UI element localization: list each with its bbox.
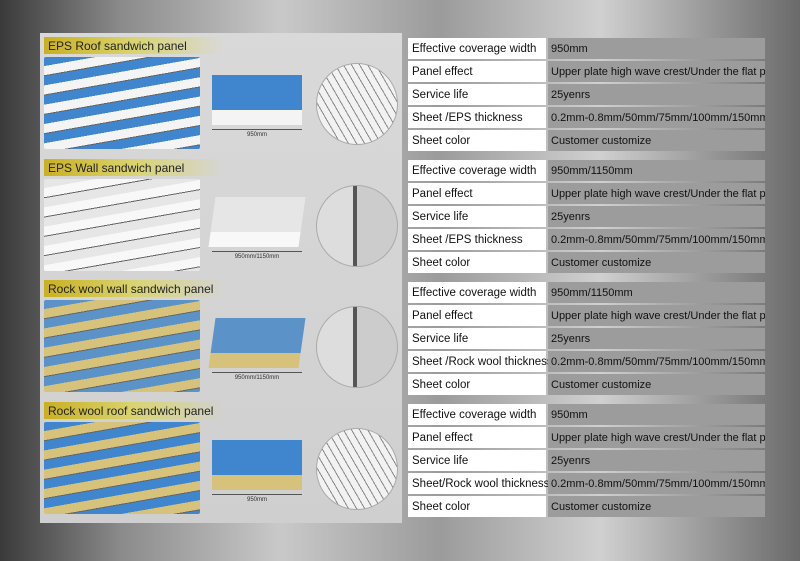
spec-label: Sheet /Rock wool thickness bbox=[408, 351, 553, 372]
spec-value: 950mm/1150mm bbox=[548, 160, 765, 181]
joint-detail-image bbox=[316, 306, 398, 388]
spec-value: 25yenrs bbox=[548, 328, 765, 349]
spec-value: 25yenrs bbox=[548, 450, 765, 471]
panel-profile-image bbox=[208, 197, 306, 247]
section-title: EPS Roof sandwich panel bbox=[44, 37, 224, 54]
spec-label: Sheet /EPS thickness bbox=[408, 229, 546, 250]
spec-value: Upper plate high wave crest/Under the fl… bbox=[548, 61, 765, 82]
spec-value: 25yenrs bbox=[548, 206, 765, 227]
spec-value: Upper plate high wave crest/Under the fl… bbox=[548, 305, 765, 326]
spec-value: 950mm bbox=[548, 404, 765, 425]
spec-label: Sheet color bbox=[408, 252, 546, 273]
panel-width-dimension: 950mm bbox=[212, 494, 302, 503]
spec-value: 0.2mm-0.8mm/50mm/75mm/100mm/150mm bbox=[548, 351, 765, 372]
joint-detail-image bbox=[316, 428, 398, 510]
spec-label: Service life bbox=[408, 328, 546, 349]
spec-label: Panel effect bbox=[408, 61, 546, 82]
panel-profile-image bbox=[212, 440, 302, 490]
panel-profile-image bbox=[212, 75, 302, 125]
spec-value: 950mm bbox=[548, 38, 765, 59]
section-title: Rock wool wall sandwich panel bbox=[44, 280, 224, 297]
panel-stack-image bbox=[44, 57, 200, 149]
spec-label: Service life bbox=[408, 206, 546, 227]
spec-label: Panel effect bbox=[408, 305, 546, 326]
panel-stack-image bbox=[44, 179, 200, 271]
spec-value: Upper plate high wave crest/Under the fl… bbox=[548, 183, 765, 204]
spec-label: Service life bbox=[408, 84, 546, 105]
joint-detail-image bbox=[316, 185, 398, 267]
spec-value: Customer customize bbox=[548, 130, 765, 151]
spec-label: Sheet/Rock wool thickness bbox=[408, 473, 549, 494]
product-section: Rock wool roof sandwich panel 950mm bbox=[40, 400, 402, 520]
spec-value: Customer customize bbox=[548, 374, 765, 395]
spec-label: Panel effect bbox=[408, 183, 546, 204]
panel-stack-image bbox=[44, 422, 200, 514]
product-section: Rock wool wall sandwich panel 950mm/1150… bbox=[40, 278, 402, 398]
spec-value: 25yenrs bbox=[548, 84, 765, 105]
spec-value: 0.2mm-0.8mm/50mm/75mm/100mm/150mm bbox=[548, 229, 765, 250]
spec-value: Customer customize bbox=[548, 496, 765, 517]
panel-width-dimension: 950mm bbox=[212, 129, 302, 138]
spec-value: Upper plate high wave crest/Under the fl… bbox=[548, 427, 765, 448]
product-images-panel: EPS Roof sandwich panel 950mm EPS Wall s… bbox=[40, 33, 402, 523]
panel-profile-image bbox=[208, 318, 306, 368]
spec-value: Customer customize bbox=[548, 252, 765, 273]
spec-label: Effective coverage width bbox=[408, 38, 546, 59]
spec-label: Sheet /EPS thickness bbox=[408, 107, 546, 128]
spec-label: Effective coverage width bbox=[408, 282, 546, 303]
spec-value: 950mm/1150mm bbox=[548, 282, 765, 303]
joint-detail-image bbox=[316, 63, 398, 145]
spec-value: 0.2mm-0.8mm/50mm/75mm/100mm/150mm bbox=[548, 473, 765, 494]
product-section: EPS Wall sandwich panel 950mm/1150mm bbox=[40, 157, 402, 277]
spec-label: Sheet color bbox=[408, 496, 546, 517]
product-section: EPS Roof sandwich panel 950mm bbox=[40, 35, 402, 155]
panel-stack-image bbox=[44, 300, 200, 392]
spec-label: Sheet color bbox=[408, 374, 546, 395]
section-title: Rock wool roof sandwich panel bbox=[44, 402, 224, 419]
section-title: EPS Wall sandwich panel bbox=[44, 159, 224, 176]
panel-width-dimension: 950mm/1150mm bbox=[212, 372, 302, 381]
spec-label: Service life bbox=[408, 450, 546, 471]
spec-value: 0.2mm-0.8mm/50mm/75mm/100mm/150mm bbox=[548, 107, 765, 128]
spec-label: Effective coverage width bbox=[408, 404, 546, 425]
panel-width-dimension: 950mm/1150mm bbox=[212, 251, 302, 260]
spec-label: Sheet color bbox=[408, 130, 546, 151]
spec-label: Panel effect bbox=[408, 427, 546, 448]
spec-label: Effective coverage width bbox=[408, 160, 546, 181]
